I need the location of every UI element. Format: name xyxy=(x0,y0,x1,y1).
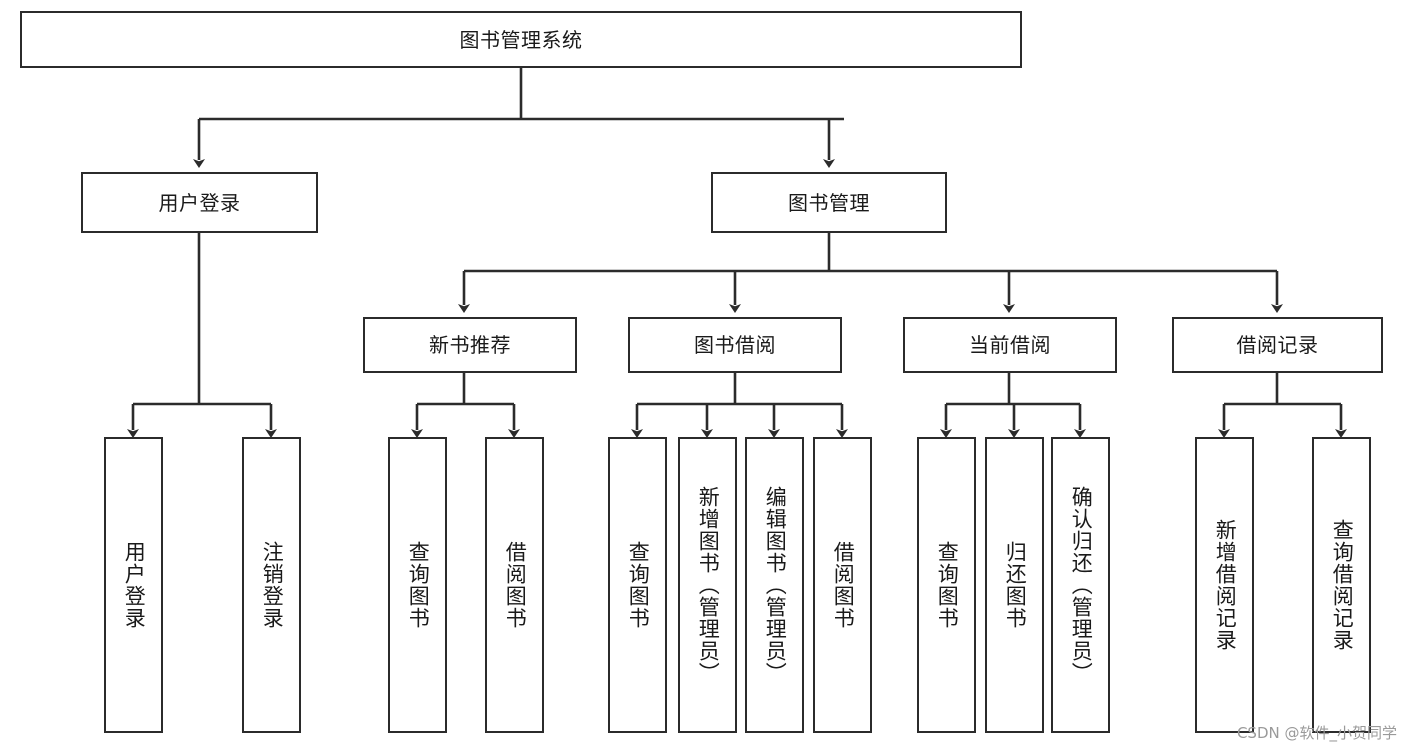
leaf-user-login[interactable]: 用户登录 xyxy=(104,437,163,733)
leaf-confirm-return[interactable]: 确认归还（管理员） xyxy=(1051,437,1110,733)
node-borrow-record-label: 借阅记录 xyxy=(1236,333,1319,357)
leaf-return-book[interactable]: 归还图书 xyxy=(985,437,1044,733)
node-borrow-record[interactable]: 借阅记录 xyxy=(1172,317,1383,373)
leaf-logout-login-label: 注销登录 xyxy=(260,541,285,629)
node-new-book-recommend[interactable]: 新书推荐 xyxy=(363,317,577,373)
leaf-user-login-label: 用户登录 xyxy=(122,541,147,629)
leaf-query-book-3[interactable]: 查询图书 xyxy=(917,437,976,733)
node-book-borrow[interactable]: 图书借阅 xyxy=(628,317,842,373)
node-root[interactable]: 图书管理系统 xyxy=(20,11,1022,68)
leaf-borrow-book-2[interactable]: 借阅图书 xyxy=(813,437,872,733)
leaf-borrow-book-2-label: 借阅图书 xyxy=(831,541,856,629)
node-book-manage-label: 图书管理 xyxy=(788,190,870,215)
leaf-edit-book-label: 编辑图书（管理员） xyxy=(763,486,788,684)
node-root-label: 图书管理系统 xyxy=(459,27,583,52)
leaf-add-book[interactable]: 新增图书（管理员） xyxy=(678,437,737,733)
node-book-manage[interactable]: 图书管理 xyxy=(711,172,947,233)
leaf-confirm-return-label: 确认归还（管理员） xyxy=(1069,486,1094,684)
leaf-query-record-label: 查询借阅记录 xyxy=(1330,519,1355,651)
node-user-login[interactable]: 用户登录 xyxy=(81,172,318,233)
node-user-login-label: 用户登录 xyxy=(158,190,241,215)
leaf-query-book-2[interactable]: 查询图书 xyxy=(608,437,667,733)
leaf-query-book-1[interactable]: 查询图书 xyxy=(388,437,447,733)
leaf-query-record[interactable]: 查询借阅记录 xyxy=(1312,437,1371,733)
leaf-query-book-1-label: 查询图书 xyxy=(406,541,431,629)
leaf-add-book-label: 新增图书（管理员） xyxy=(696,486,721,684)
leaf-borrow-book-1[interactable]: 借阅图书 xyxy=(485,437,544,733)
leaf-query-book-2-label: 查询图书 xyxy=(626,541,651,629)
leaf-add-record-label: 新增借阅记录 xyxy=(1213,519,1238,651)
leaf-borrow-book-1-label: 借阅图书 xyxy=(503,541,528,629)
csdn-watermark: CSDN @软件_小贺同学 xyxy=(1236,724,1397,742)
node-current-borrow-label: 当前借阅 xyxy=(969,333,1051,357)
leaf-logout-login[interactable]: 注销登录 xyxy=(242,437,301,733)
node-current-borrow[interactable]: 当前借阅 xyxy=(903,317,1117,373)
leaf-query-book-3-label: 查询图书 xyxy=(935,541,960,629)
node-book-borrow-label: 图书借阅 xyxy=(694,333,776,357)
leaf-return-book-label: 归还图书 xyxy=(1003,541,1028,629)
node-new-book-recommend-label: 新书推荐 xyxy=(429,333,511,357)
leaf-add-record[interactable]: 新增借阅记录 xyxy=(1195,437,1254,733)
leaf-edit-book[interactable]: 编辑图书（管理员） xyxy=(745,437,804,733)
